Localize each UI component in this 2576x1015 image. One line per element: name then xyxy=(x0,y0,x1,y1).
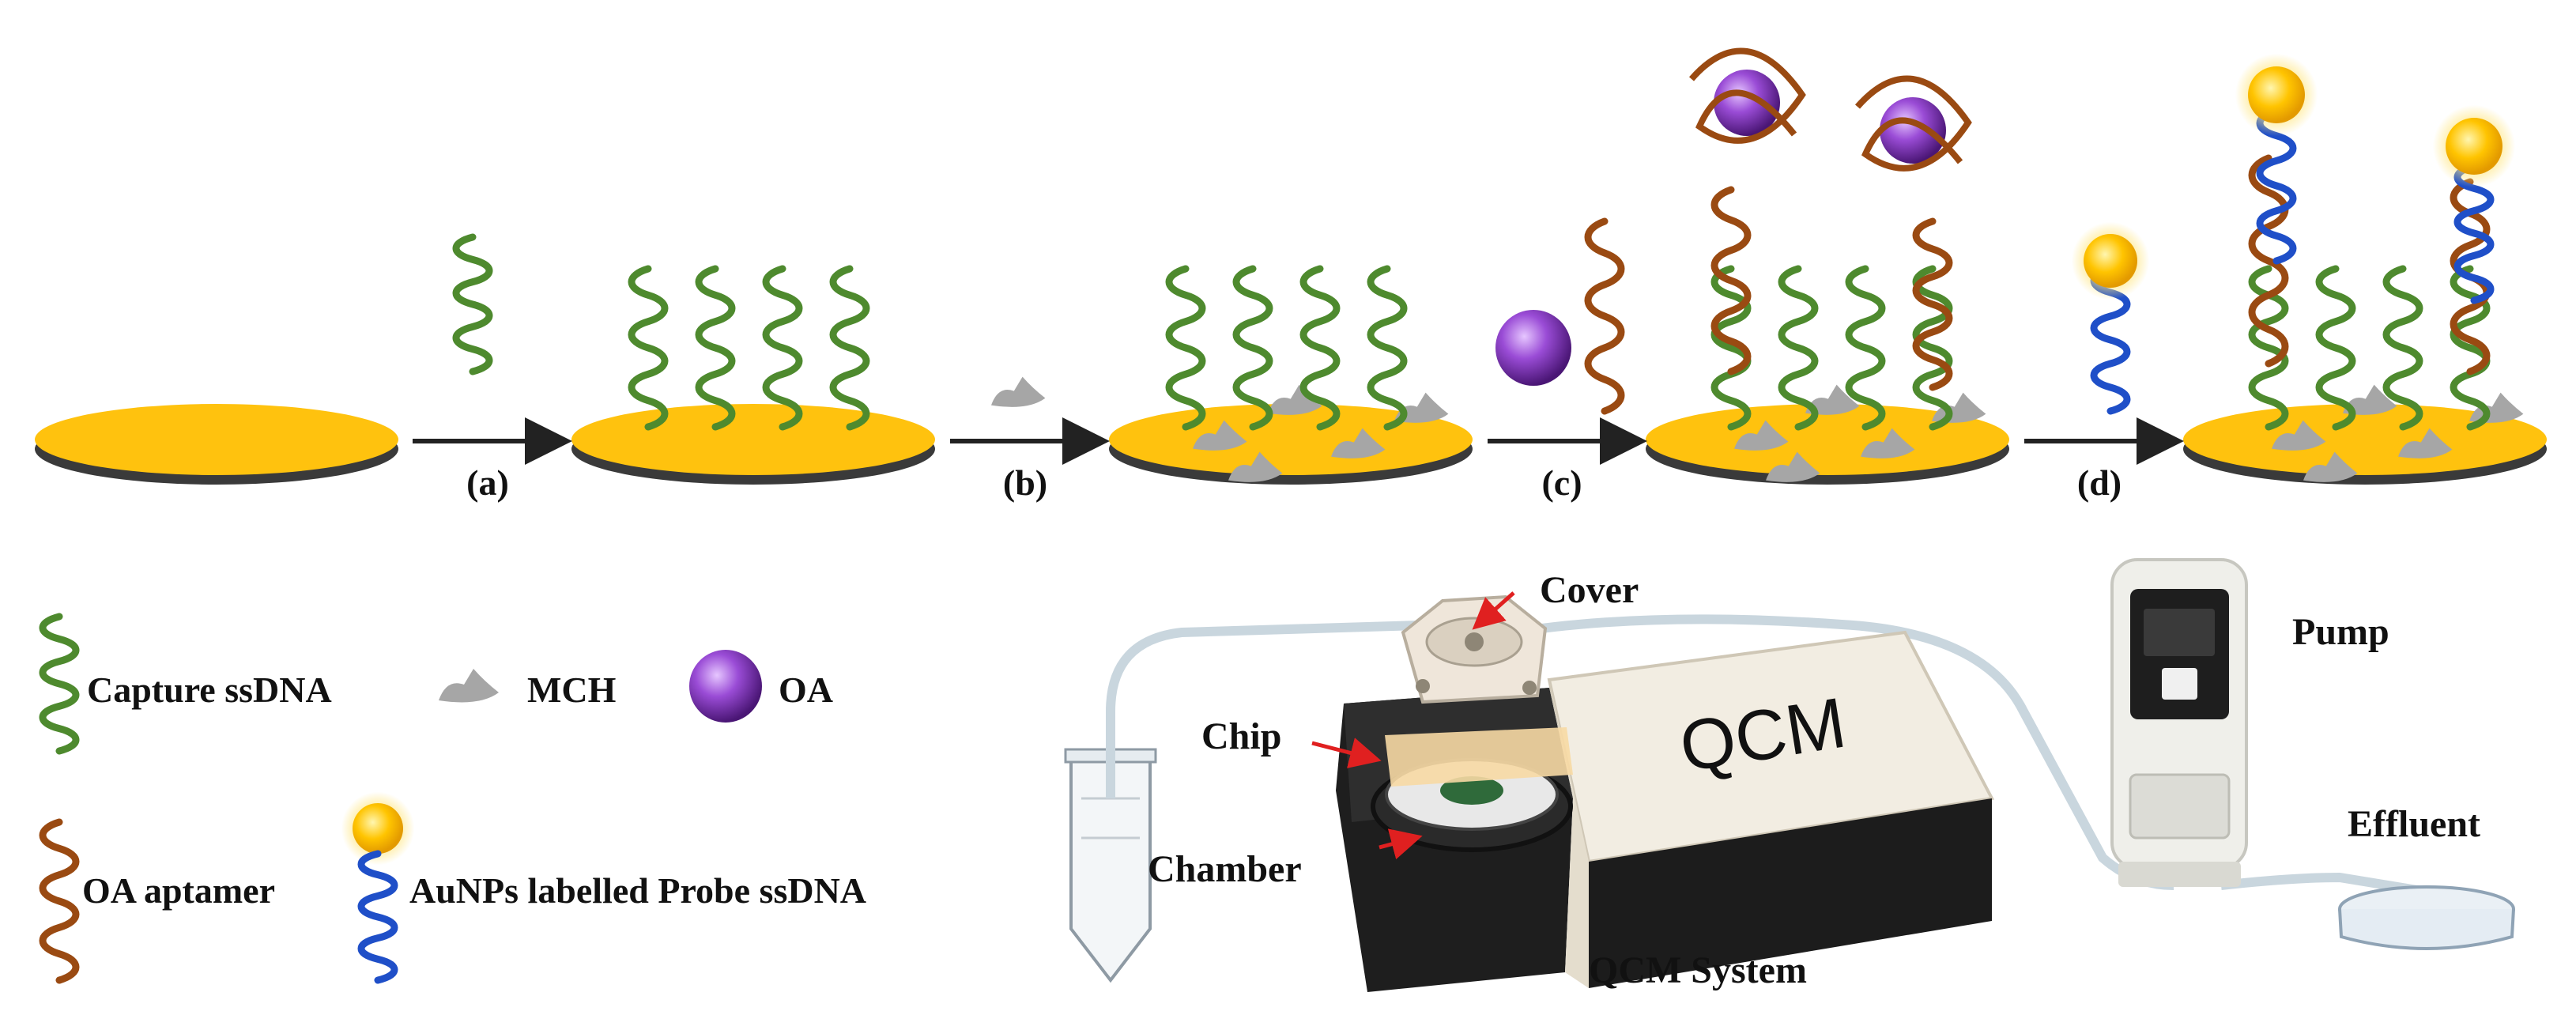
capture-ssdna xyxy=(1165,265,1206,431)
mch-molecule xyxy=(1228,451,1283,482)
mch-molecule xyxy=(1861,428,1915,458)
capture-ssdna xyxy=(1710,265,1752,431)
mch-molecule xyxy=(1766,451,1820,482)
cover-pointer xyxy=(1472,591,1515,630)
oa-aptamer xyxy=(1912,217,1953,391)
mch-molecule xyxy=(439,669,499,703)
step-a-label: (a) xyxy=(466,462,509,503)
au-nanoparticle xyxy=(2084,234,2137,288)
legend-probe-icon xyxy=(357,850,398,984)
capture-ssdna xyxy=(1778,265,1819,431)
mch-molecule xyxy=(991,376,1046,407)
au-nanoparticle xyxy=(353,803,403,854)
oa-molecule xyxy=(1880,97,1946,164)
legend-capture-label: Capture ssDNA xyxy=(87,670,332,710)
legend-aptamer-icon xyxy=(39,818,80,984)
legend-capture-icon xyxy=(39,613,80,755)
inlet-tubing xyxy=(1106,620,1447,798)
capture-ssdna xyxy=(762,265,803,431)
effluent-dish xyxy=(2338,885,2515,950)
capture-ssdna xyxy=(1367,265,1408,431)
au-nanoparticle xyxy=(2446,118,2502,175)
pump xyxy=(2110,558,2248,887)
mch-molecule xyxy=(2469,392,2524,423)
legend-oa-label: OA xyxy=(779,670,833,710)
mch-molecule xyxy=(1394,392,1449,423)
capture-ssdna xyxy=(1299,265,1341,431)
capture-ssdna xyxy=(1912,265,1953,431)
legend-oa-icon xyxy=(689,650,762,723)
legend-probe-label: AuNPs labelled Probe ssDNA xyxy=(409,870,866,911)
oa-aptamer xyxy=(2248,154,2289,368)
legend-mch-label: MCH xyxy=(527,670,617,710)
oa-molecule xyxy=(1714,70,1780,136)
aptamer-wrap xyxy=(1688,47,1806,144)
qcm-system-label: QCM System xyxy=(1589,949,1807,991)
chamber-pointer xyxy=(1379,828,1423,860)
capture-ssdna xyxy=(2450,265,2491,431)
chip-pointer xyxy=(1311,738,1382,768)
chip xyxy=(1385,727,1573,787)
step-c-label: (c) xyxy=(1541,462,1582,503)
chamber-label: Chamber xyxy=(1148,848,1302,890)
aptamer-wrap xyxy=(1854,75,1972,172)
au-nanoparticle xyxy=(2248,66,2305,123)
capture-ssdna-reagent xyxy=(452,233,493,375)
pump-label: Pump xyxy=(2292,611,2389,653)
mch-molecule xyxy=(1193,420,1247,451)
outlet-tubing xyxy=(1469,614,2174,890)
cover-label: Cover xyxy=(1540,569,1639,611)
effluent-label: Effluent xyxy=(2348,803,2480,845)
electrode-bare xyxy=(35,404,398,485)
probe-ssdna xyxy=(2453,162,2495,304)
mch-molecule xyxy=(1805,384,1860,415)
capture-ssdna xyxy=(2382,265,2423,431)
cover xyxy=(1401,594,1548,704)
capture-ssdna xyxy=(628,265,669,431)
oa-molecule xyxy=(1495,310,1571,386)
capture-ssdna xyxy=(2315,265,2356,431)
dna-strands xyxy=(628,47,2516,431)
mch-molecule xyxy=(2272,420,2326,451)
capture-ssdna xyxy=(695,265,736,431)
oa-aptamer-reagent xyxy=(1584,217,1625,415)
mch-molecule xyxy=(2303,451,2358,482)
mch-molecule xyxy=(1268,384,1322,415)
mch-molecule xyxy=(1331,428,1386,458)
electrode-step-a xyxy=(571,404,935,485)
step-d-label: (d) xyxy=(2077,462,2122,503)
reagent-icons xyxy=(452,217,2150,415)
capture-ssdna xyxy=(1232,265,1273,431)
capture-ssdna xyxy=(829,265,870,431)
legend-aptamer-label: OA aptamer xyxy=(82,870,275,911)
device-setup: QCM xyxy=(1064,558,2515,992)
mch-molecule xyxy=(1932,392,1986,423)
legend: Capture ssDNA MCH OA OA aptamer AuNPs la… xyxy=(39,613,866,984)
mch-molecule xyxy=(1734,420,1789,451)
oa-aptamer xyxy=(1710,186,1752,375)
mch-molecule xyxy=(2343,384,2397,415)
chip-label: Chip xyxy=(1201,715,1281,757)
sample-tube xyxy=(1064,748,1157,983)
capture-ssdna xyxy=(1845,265,1886,431)
step-b-label: (b) xyxy=(1003,462,1047,503)
qcm-system: QCM xyxy=(1547,630,1995,988)
mch-molecule xyxy=(2398,428,2453,458)
